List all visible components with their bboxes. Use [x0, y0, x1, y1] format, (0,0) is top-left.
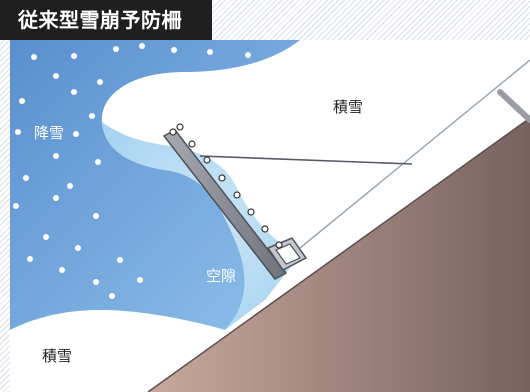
fence-rail [169, 128, 177, 136]
snowflake [89, 113, 95, 119]
fence-rail [261, 225, 269, 233]
label-snowfall: 降雪 [34, 124, 65, 142]
fence-rail [203, 156, 211, 164]
snowflake [71, 89, 77, 95]
snowflake [13, 203, 19, 209]
snowflake [75, 245, 81, 251]
snowflake [73, 131, 79, 137]
fence-rail [188, 140, 196, 148]
snowflake [71, 53, 77, 59]
fence-bracket [275, 243, 301, 265]
snowflakes [13, 43, 251, 299]
tie-cable [199, 155, 413, 165]
snowflake [97, 79, 103, 85]
snowflake [113, 46, 119, 52]
fence-rail [247, 208, 255, 216]
fence-rail [233, 191, 241, 199]
snowflake [95, 159, 101, 165]
fence-rail [218, 174, 226, 182]
snow-drift [102, 122, 300, 330]
snowflake [53, 153, 59, 159]
snowflake [53, 73, 59, 79]
fence-rail [176, 123, 184, 131]
snowflake [31, 54, 37, 60]
label-gap: 空隙 [206, 267, 237, 285]
snowflake [207, 49, 213, 55]
fence-rails [169, 123, 283, 249]
snowflake [15, 129, 21, 135]
snowflake [245, 52, 251, 58]
snowpack-lower [10, 310, 225, 392]
label-snowpack-upper: 積雪 [333, 98, 364, 116]
snowpack-surface [299, 59, 530, 249]
snowflake [27, 256, 33, 262]
diagram-title: 従来型雪崩予防柵 [0, 0, 212, 40]
snowflake [171, 47, 177, 53]
ground-edge [147, 117, 530, 392]
anchor-rod [497, 89, 530, 123]
snowflake [19, 98, 25, 104]
snowflake [93, 213, 99, 219]
snowflake [43, 234, 49, 240]
snowflake [23, 175, 29, 181]
snowflake [53, 195, 59, 201]
snowflake [93, 279, 99, 285]
snowflake [109, 293, 115, 299]
snowfall-sky [10, 40, 300, 330]
snowflake [67, 183, 73, 189]
snowflake [137, 277, 143, 283]
snowflake [139, 43, 145, 49]
snowflake [117, 257, 123, 263]
label-snowpack-lower: 積雪 [42, 347, 73, 365]
snowflake [59, 267, 65, 273]
fence-rail [275, 241, 283, 249]
